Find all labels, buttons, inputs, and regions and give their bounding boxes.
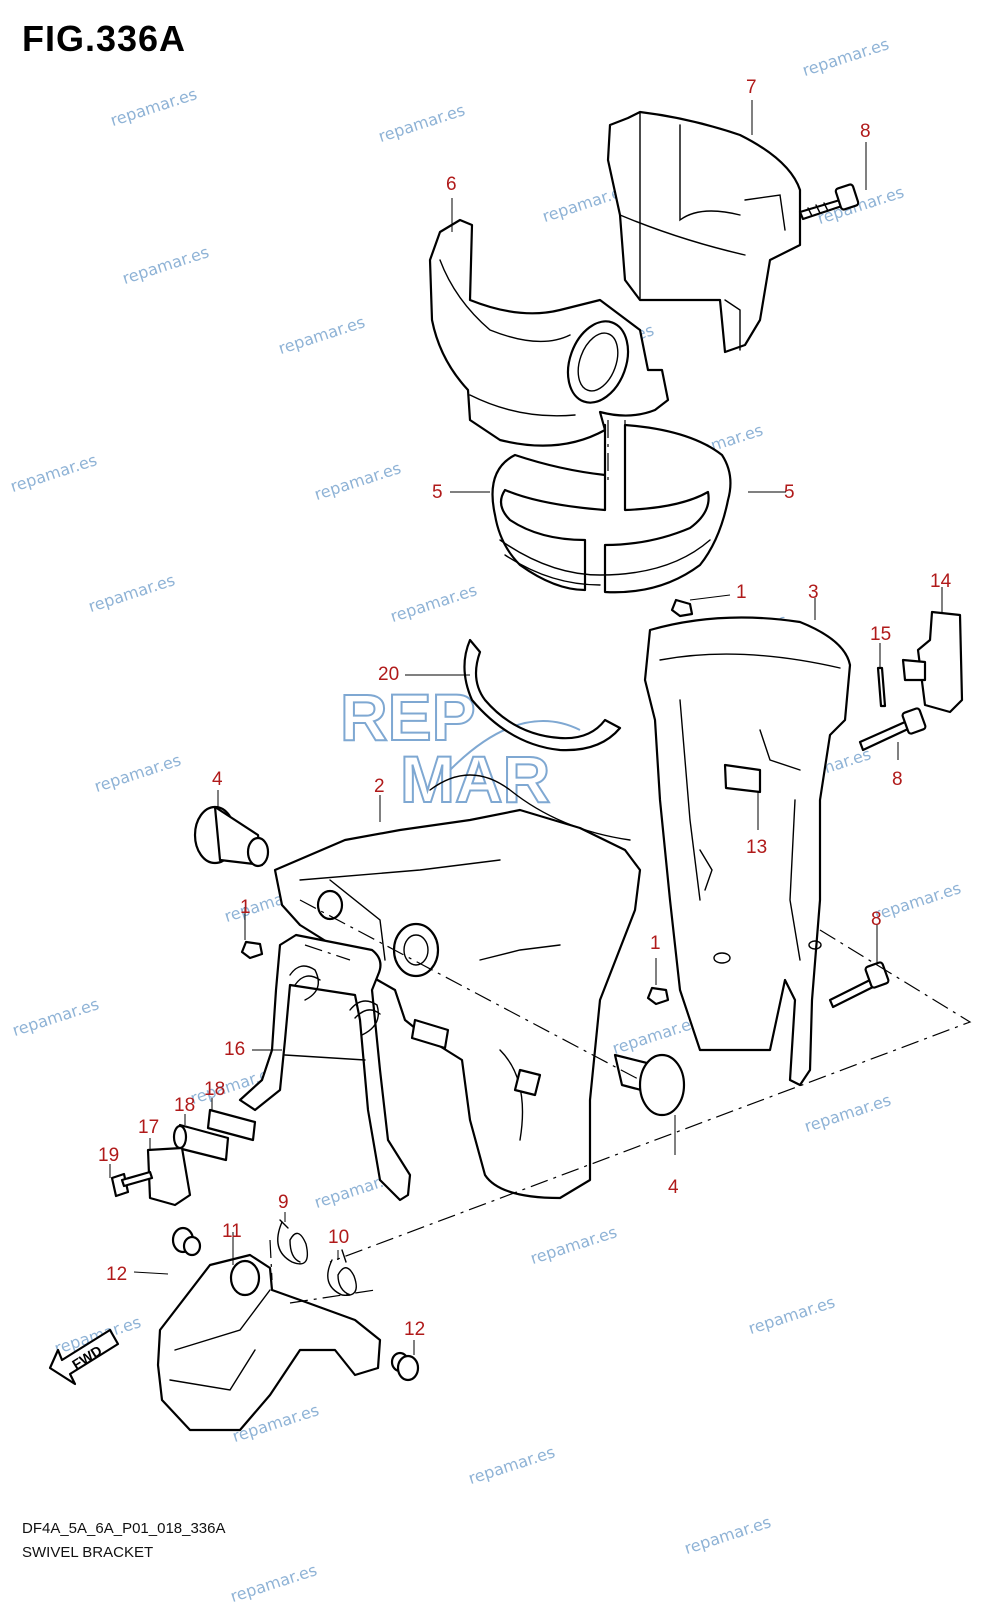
callout-9: 9 — [278, 1192, 289, 1213]
part-3-swivel-case — [643, 616, 852, 1087]
part-4-pin — [193, 805, 270, 868]
callout-12: 12 — [106, 1264, 128, 1285]
callout-14: 14 — [930, 571, 952, 592]
part-15-pin — [876, 666, 887, 708]
part-10-spring — [327, 1249, 357, 1297]
part-8-bolt — [858, 707, 927, 752]
callout-7: 7 — [746, 77, 757, 98]
callout-1: 1 — [240, 897, 251, 918]
assembly-lines — [269, 420, 972, 1304]
callout-18: 18 — [204, 1079, 226, 1100]
part-14-lever — [901, 610, 964, 714]
callout-4: 4 — [212, 769, 223, 790]
callout-2: 2 — [374, 776, 385, 797]
callout-8: 8 — [871, 909, 882, 930]
callout-1: 1 — [736, 582, 747, 603]
part-18-sleeve — [172, 1108, 257, 1162]
logo-text-bottom: MAR — [400, 742, 550, 816]
part-12-screw — [171, 1226, 202, 1257]
callout-3: 3 — [808, 582, 819, 603]
part-16-tilt-lever — [238, 933, 412, 1202]
part-9-spring — [277, 1219, 309, 1265]
logo-text-top: REP — [340, 680, 476, 754]
callout-18: 18 — [174, 1095, 196, 1116]
part-4-pin — [613, 1053, 686, 1117]
callout-4: 4 — [668, 1177, 679, 1198]
part-6-arm-bracket — [428, 218, 670, 447]
part-8-bolt — [828, 961, 890, 1009]
figure-code: DF4A_5A_6A_P01_018_336A — [22, 1520, 226, 1537]
callout-8: 8 — [860, 121, 871, 142]
callout-10: 10 — [328, 1227, 350, 1248]
part-1-grease-nipple — [240, 598, 694, 1006]
leader-lines — [109, 100, 943, 1355]
part-13-pad — [723, 763, 762, 794]
part-5-bushing — [491, 423, 732, 594]
figure-title: FIG.336A — [22, 18, 187, 59]
repamar-logo: REP MAR — [339, 679, 581, 817]
callout-5: 5 — [784, 482, 795, 503]
part-20-bushing — [463, 638, 622, 752]
callout-13: 13 — [746, 837, 768, 858]
callout-6: 6 — [446, 174, 457, 195]
callout-12: 12 — [404, 1319, 426, 1340]
callout-11: 11 — [222, 1221, 242, 1242]
callout-20: 20 — [378, 664, 400, 685]
callout-5: 5 — [432, 482, 443, 503]
callout-15: 15 — [870, 624, 892, 645]
callout-17: 17 — [138, 1117, 160, 1138]
figure-name: SWIVEL BRACKET — [22, 1544, 154, 1561]
part-17-plate — [146, 1146, 192, 1207]
part-2-stern-bracket — [273, 774, 642, 1200]
part-12-screw — [390, 1351, 420, 1382]
callout-1: 1 — [650, 933, 661, 954]
part-19-bolt — [110, 1170, 154, 1198]
callout-19: 19 — [98, 1145, 120, 1166]
fwd-arrow-icon: FWD — [48, 1328, 120, 1386]
callout-8: 8 — [892, 769, 903, 790]
part-11-clamp — [156, 1253, 382, 1432]
part-8-bolt — [798, 183, 860, 221]
callout-16: 16 — [224, 1039, 246, 1060]
part-7-upper-housing — [606, 110, 802, 354]
